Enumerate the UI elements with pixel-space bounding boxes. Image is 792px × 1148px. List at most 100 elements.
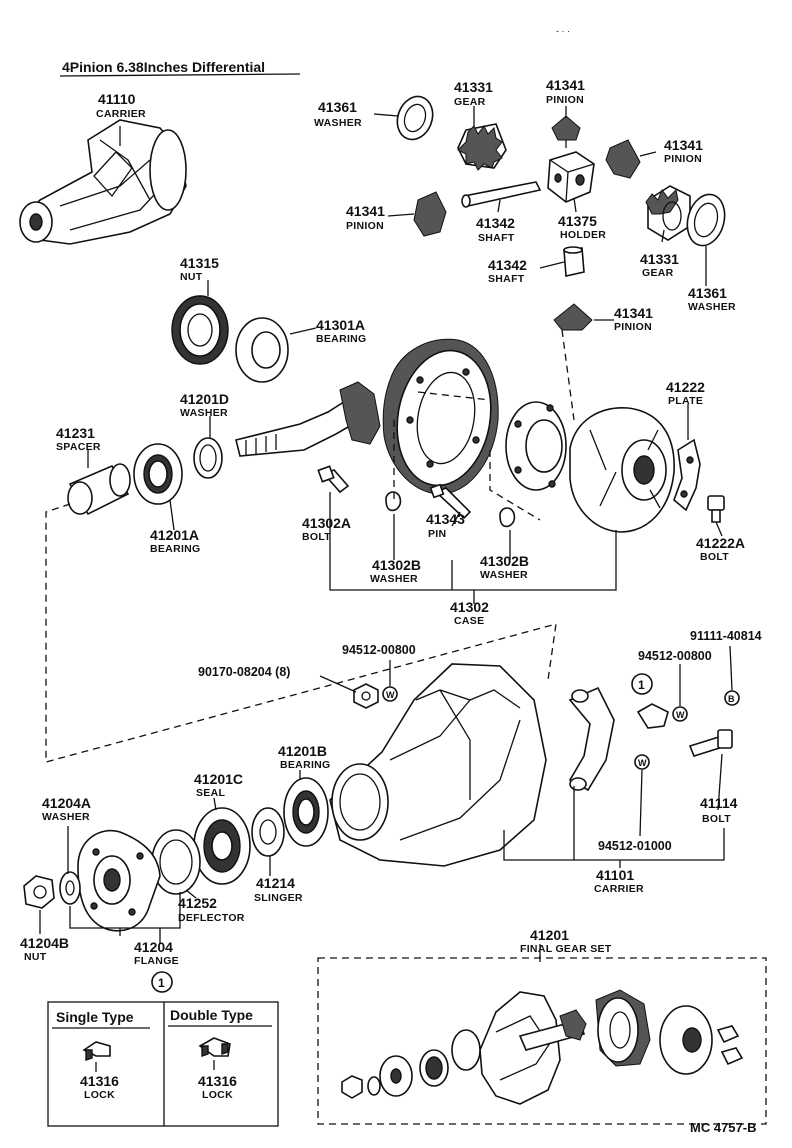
label-41204-name: FLANGE [134, 955, 179, 967]
double-lock-drawing[interactable] [198, 1037, 231, 1057]
label-41342a-num: 41342 [476, 215, 515, 231]
title-underline [59, 73, 301, 77]
case-washer-drawing-2[interactable] [499, 507, 516, 528]
label-41341b-name: PINION [664, 153, 702, 165]
thrust-washer-drawing-right[interactable] [682, 190, 730, 250]
final-gear-set-drawing[interactable] [341, 989, 744, 1105]
case-bolt-drawing[interactable] [317, 465, 350, 494]
top-corner-marks: - · · [556, 26, 570, 36]
flange-nut-drawing[interactable] [23, 875, 55, 909]
differential-case-flange-drawing[interactable] [505, 401, 567, 491]
label-90170-08204: 90170-08204 (8) [198, 665, 290, 679]
side-gear-drawing-top[interactable] [457, 123, 507, 171]
label-41222-num: 41222 [666, 379, 705, 395]
rear-pinion-bearing-drawing[interactable] [283, 777, 329, 847]
bearing-cap-drawing[interactable] [568, 686, 615, 792]
label-41201A-name: BEARING [150, 543, 201, 555]
oil-slinger-drawing[interactable] [251, 807, 285, 857]
ring-gear-drawing[interactable] [382, 338, 501, 495]
label-41101-name: CARRIER [594, 883, 644, 895]
circled-marker-bottom: 1 [151, 971, 173, 993]
differential-case-drawing[interactable] [569, 407, 675, 533]
thrust-washer-drawing-top[interactable] [392, 92, 439, 145]
pinion-shaft-drawing[interactable] [461, 181, 542, 208]
label-41204B-name: NUT [24, 951, 47, 963]
single-lock-num: 41316 [80, 1073, 119, 1089]
label-41302Ba-name: WASHER [370, 573, 418, 585]
cap-bolt-drawing[interactable] [688, 729, 733, 757]
label-41222A-name: BOLT [700, 551, 729, 563]
drive-pinion-drawing[interactable] [235, 381, 381, 457]
flange-washer-drawing[interactable] [59, 871, 81, 905]
pinion-gear-drawing-left[interactable] [413, 191, 447, 237]
carrier-housing-drawing[interactable] [329, 663, 547, 867]
label-41341a-num: 41341 [546, 77, 585, 93]
diagram-title: 4Pinion 6.38Inches Differential [62, 59, 265, 75]
label-41375-name: HOLDER [560, 229, 606, 241]
label-41302-name: CASE [454, 615, 484, 627]
label-41301A-name: BEARING [316, 333, 367, 345]
dust-deflector-drawing[interactable] [151, 829, 201, 895]
single-type-heading: Single Type [56, 1009, 134, 1025]
label-41343-num: 41343 [426, 511, 465, 527]
adjusting-lock-drawing[interactable] [636, 703, 669, 729]
svg-text:W: W [638, 758, 647, 768]
label-41331b-num: 41331 [640, 251, 679, 267]
label-41214-name: SLINGER [254, 892, 303, 904]
label-41201A-num: 41201A [150, 527, 199, 543]
side-gear-drawing-right[interactable] [645, 185, 691, 241]
washer-symbol-b: B [724, 690, 740, 706]
label-41342b-name: SHAFT [488, 273, 525, 285]
companion-flange-drawing[interactable] [77, 829, 161, 932]
label-41302Ba-num: 41302B [372, 557, 421, 573]
label-41201B-num: 41201B [278, 743, 327, 759]
label-41204A-name: WASHER [42, 811, 90, 823]
svg-text:1: 1 [638, 678, 645, 692]
label-41342a-name: SHAFT [478, 232, 515, 244]
svg-text:1: 1 [158, 976, 165, 990]
side-bearing-drawing[interactable] [235, 317, 289, 383]
label-41302A-num: 41302A [302, 515, 351, 531]
pinion-spacer-drawing[interactable] [67, 463, 131, 516]
double-type-heading: Double Type [170, 1007, 253, 1023]
carrier-assembly-drawing[interactable] [19, 119, 187, 245]
bearing-nut-drawing[interactable] [171, 295, 229, 365]
pinion-bearing-drawing[interactable] [133, 443, 183, 505]
label-41114-num: 41114 [700, 795, 738, 811]
label-41110-num: 41110 [98, 91, 136, 107]
label-41341b-num: 41341 [664, 137, 703, 153]
label-41361b-num: 41361 [688, 285, 727, 301]
short-shaft-drawing[interactable] [563, 246, 585, 277]
hex-nut-drawing[interactable] [353, 683, 379, 709]
leader-lines [39, 106, 733, 958]
single-lock-drawing[interactable] [82, 1041, 111, 1061]
oil-seal-drawing[interactable] [193, 807, 251, 885]
pinion-holder-drawing[interactable] [547, 151, 595, 203]
label-41361b-name: WASHER [688, 301, 736, 313]
label-41204B-num: 41204B [20, 935, 69, 951]
final-gear-set-box [317, 956, 767, 1125]
label-41252-num: 41252 [178, 895, 217, 911]
label-41331b-name: GEAR [642, 267, 674, 279]
label-41341d-num: 41341 [614, 305, 653, 321]
label-41361a-num: 41361 [318, 99, 357, 115]
case-pin-drawing[interactable] [429, 483, 472, 520]
pinion-gear-drawing-lower[interactable] [553, 303, 593, 331]
plate-bolt-drawing[interactable] [707, 495, 725, 523]
case-washer-drawing-1[interactable] [385, 491, 402, 512]
label-41302Bb-name: WASHER [480, 569, 528, 581]
label-41231-num: 41231 [56, 425, 95, 441]
pinion-washer-drawing[interactable] [193, 437, 223, 479]
svg-text:B: B [728, 694, 735, 704]
lock-plate-drawing[interactable] [673, 438, 701, 512]
label-41110-name: CARRIER [96, 108, 146, 120]
washer-symbol-w3: W [634, 754, 650, 770]
svg-text:W: W [676, 710, 685, 720]
label-41301A-num: 41301A [316, 317, 365, 333]
pinion-gear-drawing-right[interactable] [605, 139, 641, 179]
pinion-gear-drawing-top[interactable] [551, 115, 581, 148]
label-41231-name: SPACER [56, 441, 101, 453]
label-41114-name: BOLT [702, 813, 731, 825]
double-lock-name: LOCK [202, 1089, 233, 1101]
label-41214-num: 41214 [256, 875, 295, 891]
